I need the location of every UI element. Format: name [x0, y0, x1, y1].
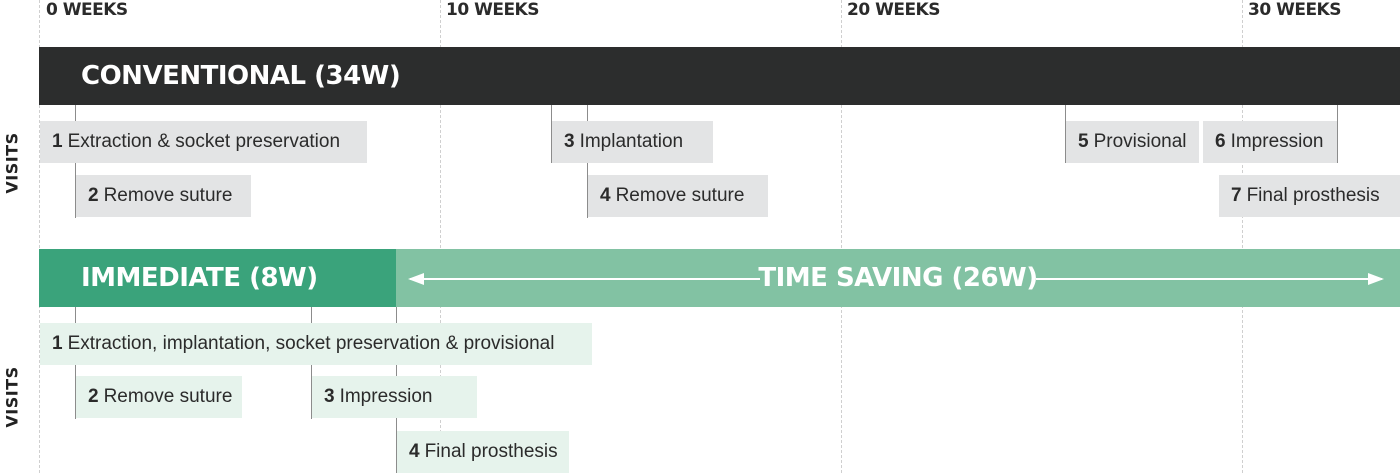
- visit-label: Extraction & socket preservation: [67, 131, 341, 152]
- visit-number: 3: [564, 131, 575, 152]
- visit-label: Final prosthesis: [424, 441, 558, 462]
- time-saving-inner: TIME SAVING (26W): [396, 263, 1400, 293]
- visit-number: 7: [1231, 185, 1242, 206]
- immediate-visit-2: 2 Remove suture: [76, 376, 242, 418]
- visits-label-immediate: VISITS: [2, 352, 22, 442]
- visit-label: Implantation: [579, 131, 684, 152]
- grid-line-0: [39, 0, 40, 473]
- visits-label-text: VISITS: [2, 366, 22, 428]
- conventional-visit-4: 4 Remove suture: [588, 175, 768, 217]
- visit-number: 6: [1215, 131, 1226, 152]
- visit-label: Remove suture: [615, 185, 745, 206]
- conventional-title: CONVENTIONAL (34W): [81, 61, 401, 91]
- grid-line-30: [1242, 0, 1243, 473]
- week-label-30: 30 WEEKS: [1248, 0, 1341, 20]
- immediate-bar: IMMEDIATE (8W): [39, 249, 396, 307]
- week-label-0: 0 WEEKS: [46, 0, 128, 20]
- tick: [551, 105, 552, 163]
- conventional-visit-3: 3 Implantation: [552, 121, 713, 163]
- immediate-visit-1: 1 Extraction, implantation, socket prese…: [40, 323, 592, 365]
- visit-number: 3: [324, 386, 335, 407]
- tick: [1337, 105, 1338, 163]
- visit-number: 1: [52, 131, 63, 152]
- week-label-10: 10 WEEKS: [446, 0, 539, 20]
- arrow-right-icon: [1036, 273, 1384, 285]
- visit-label: Provisional: [1093, 131, 1187, 152]
- visits-label-conventional: VISITS: [2, 118, 22, 208]
- visit-label: Remove suture: [103, 185, 233, 206]
- visit-number: 4: [600, 185, 611, 206]
- visit-number: 2: [88, 386, 99, 407]
- visit-label: Remove suture: [103, 386, 233, 407]
- conventional-bar: CONVENTIONAL (34W): [39, 47, 1400, 105]
- conventional-visit-1: 1 Extraction & socket preservation: [40, 121, 367, 163]
- immediate-visit-3: 3 Impression: [312, 376, 477, 418]
- visits-label-text: VISITS: [2, 132, 22, 194]
- visit-number: 2: [88, 185, 99, 206]
- time-saving-title: TIME SAVING (26W): [758, 263, 1038, 293]
- immediate-visit-4: 4 Final prosthesis: [397, 431, 569, 473]
- visit-label: Impression: [339, 386, 433, 407]
- visit-number: 1: [52, 333, 63, 354]
- visit-number: 4: [409, 441, 420, 462]
- visit-label: Impression: [1230, 131, 1324, 152]
- visit-number: 5: [1078, 131, 1089, 152]
- conventional-visit-6: 6 Impression: [1203, 121, 1337, 163]
- conventional-visit-7: 7 Final prosthesis: [1219, 175, 1400, 217]
- week-label-20: 20 WEEKS: [847, 0, 940, 20]
- tick: [1065, 105, 1066, 163]
- visit-label: Final prosthesis: [1246, 185, 1380, 206]
- grid-line-10: [440, 0, 441, 473]
- conventional-visit-2: 2 Remove suture: [76, 175, 251, 217]
- time-saving-bar: TIME SAVING (26W): [396, 249, 1400, 307]
- visit-label: Extraction, implantation, socket preserv…: [67, 333, 555, 354]
- arrow-left-icon: [408, 273, 760, 285]
- grid-line-20: [841, 0, 842, 473]
- immediate-title: IMMEDIATE (8W): [81, 263, 318, 293]
- conventional-visit-5: 5 Provisional: [1066, 121, 1199, 163]
